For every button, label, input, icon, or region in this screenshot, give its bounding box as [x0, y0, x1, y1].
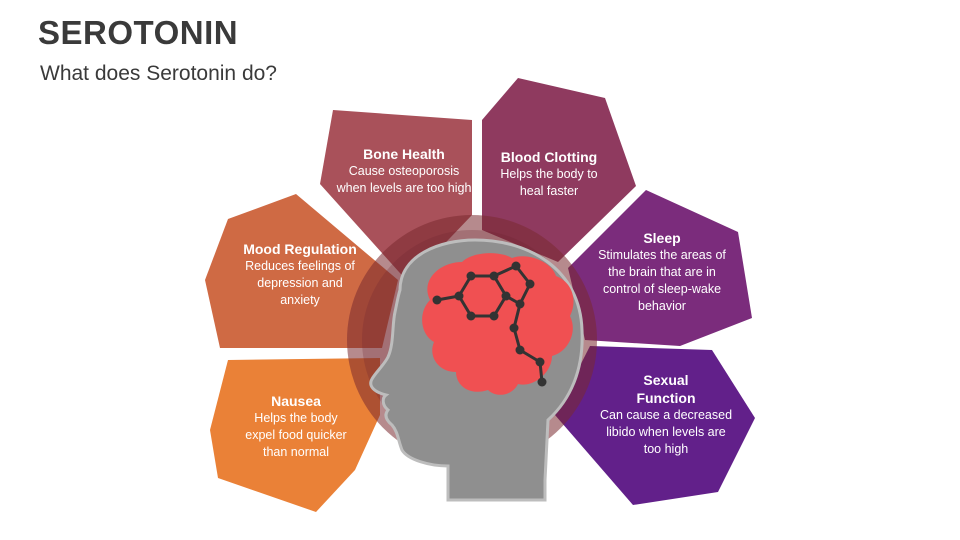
page-title: SEROTONIN: [38, 14, 239, 51]
molecule-atoms: [432, 261, 547, 387]
mood-regulation-text: Reduces feelings of depression and anxie…: [245, 259, 355, 307]
bone-health-text: Cause osteoporosis when levels are too h…: [336, 164, 472, 195]
label-bone-health: Bone Health Cause osteoporosis when leve…: [336, 145, 472, 197]
blood-clotting-title: Blood Clotting: [500, 149, 598, 165]
mood-regulation-title: Mood Regulation: [243, 241, 357, 257]
blood-clotting-text: Helps the body to heal faster: [500, 167, 598, 198]
nausea-title: Nausea: [271, 393, 321, 409]
segment-nausea: [210, 358, 380, 512]
label-nausea: Nausea Helps the body expel food quicker…: [232, 392, 360, 461]
segment-mood-regulation: [205, 194, 398, 348]
nausea-text: Helps the body expel food quicker than n…: [245, 411, 347, 459]
segment-sleep: [568, 190, 752, 346]
sexual-function-title: Sexual Function: [636, 372, 696, 406]
label-mood-regulation: Mood Regulation Reduces feelings of depr…: [232, 240, 368, 309]
label-blood-clotting: Blood Clotting Helps the body to heal fa…: [490, 148, 608, 200]
label-sleep: Sleep Stimulates the areas of the brain …: [596, 229, 728, 315]
page-subtitle: What does Serotonin do?: [40, 62, 277, 85]
bone-health-title: Bone Health: [363, 146, 445, 162]
sleep-title: Sleep: [643, 230, 681, 246]
sleep-text: Stimulates the areas of the brain that a…: [598, 248, 726, 313]
label-sexual-function: Sexual Function Can cause a decreased li…: [596, 371, 736, 458]
segment-sexual-function: [555, 346, 755, 505]
segment-blood-clotting: [482, 78, 636, 262]
sexual-function-text: Can cause a decreased libido when levels…: [599, 408, 733, 456]
